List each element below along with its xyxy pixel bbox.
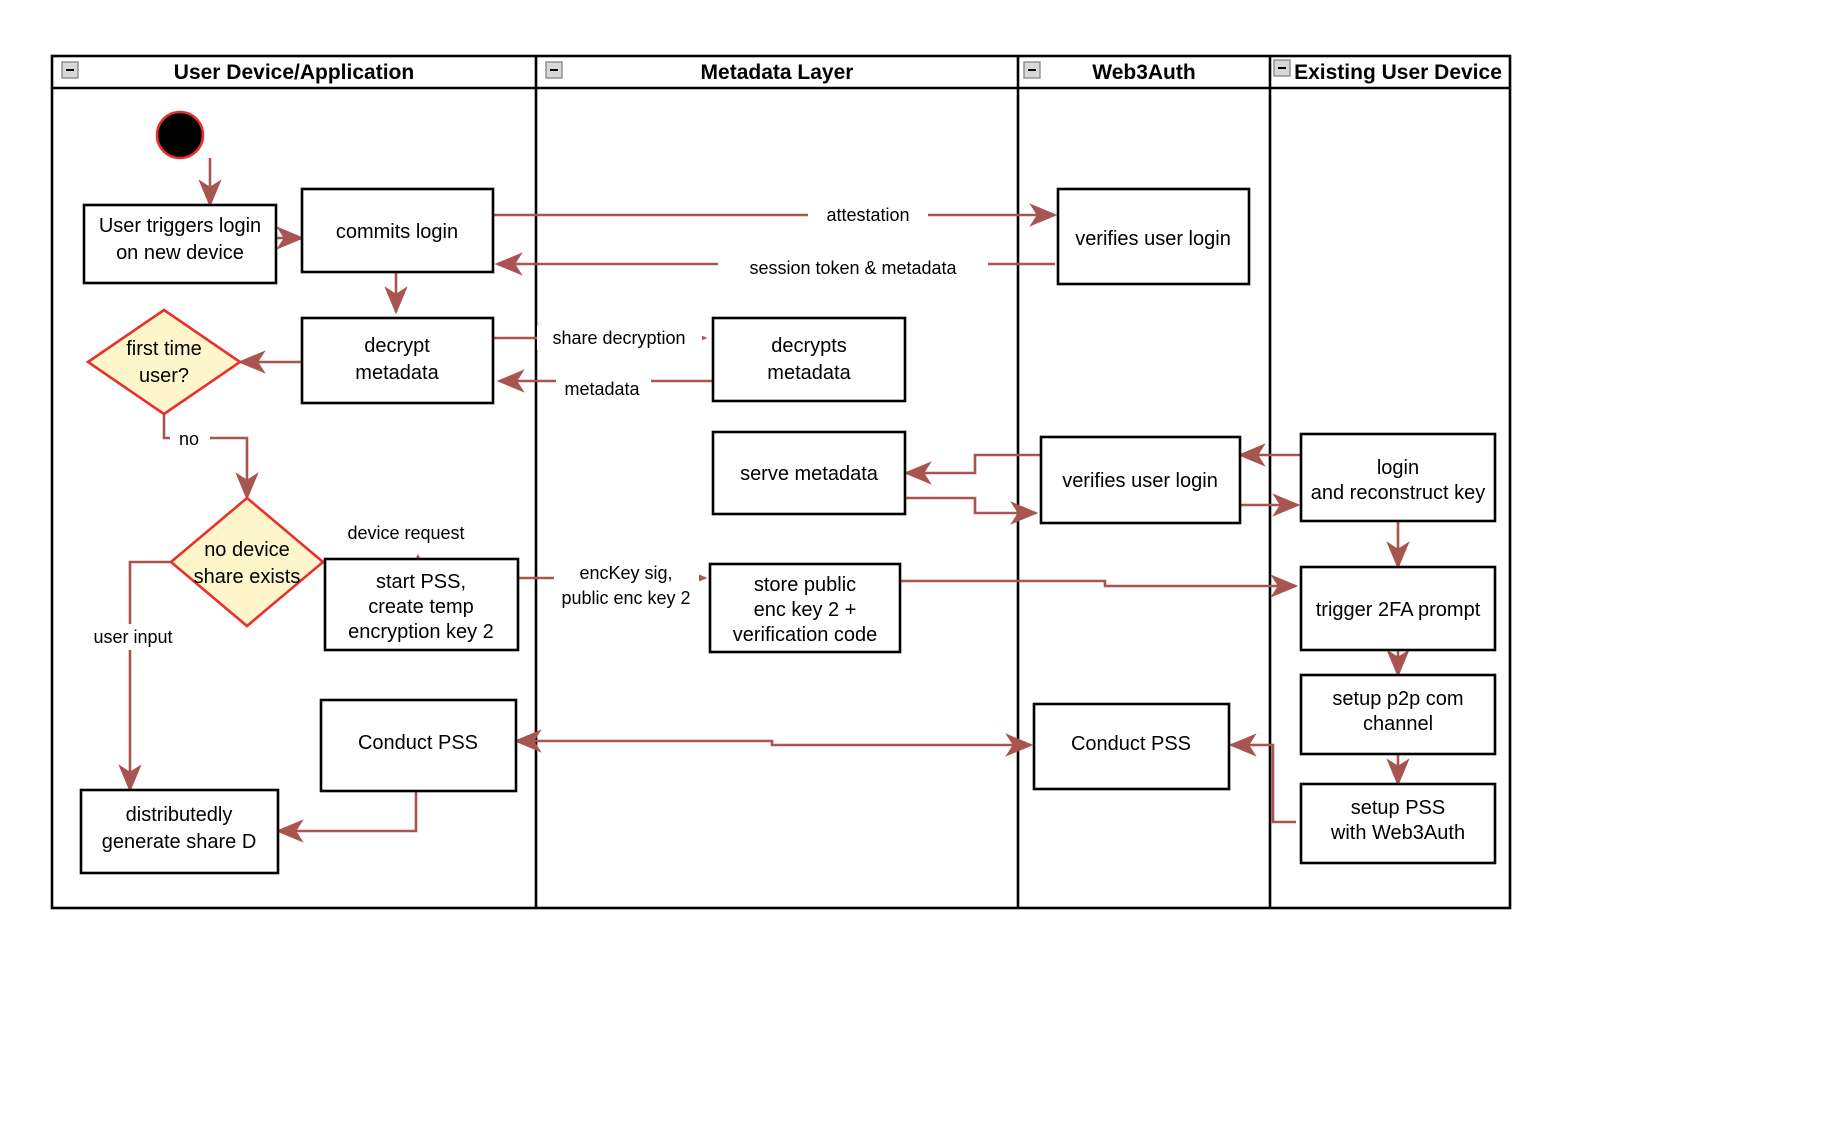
node-start-pss[interactable]: start PSS, create temp encryption key 2 [323,557,520,652]
node-serve-metadata[interactable]: serve metadata [711,430,907,516]
swimlane-frame [50,54,1512,910]
edge-label-enckey-sig-2: public enc key 2 [561,588,690,608]
node-label-line: generate share D [102,831,257,853]
minus-box-icon[interactable] [1023,61,1041,79]
minus-box-icon[interactable] [1273,59,1291,77]
node-label-line: setup PSS [1351,797,1446,819]
node-label-line: create temp [368,596,474,618]
edge-label-attestation: attestation [826,205,909,225]
node-conduct-pss-web3auth[interactable]: Conduct PSS [1032,702,1231,791]
node-setup-p2p[interactable]: setup p2p com channel [1299,673,1497,756]
node-label-line: verification code [733,624,878,646]
node-label-line: metadata [767,362,851,384]
node-label-line: decrypts [771,335,847,357]
node-label-line: share exists [194,566,301,588]
node-label-line: decrypt [364,335,430,357]
lane-title: Web3Auth [1092,61,1195,84]
edge-serve-to-verifies [902,496,1039,525]
lane-title: Existing User Device [1294,61,1502,84]
node-label-line: trigger 2FA prompt [1316,599,1481,621]
node-label-line: start PSS, [376,571,466,593]
node-label-line: Conduct PSS [358,732,478,754]
edge-label-user-input: user input [93,627,172,647]
node-store-public-key[interactable]: store public enc key 2 + verification co… [708,562,902,654]
node-label-line: setup p2p com [1332,688,1463,710]
minus-box-icon[interactable] [61,61,79,79]
edge-setup-pss-to-conduct [1228,733,1296,824]
node-start[interactable] [155,110,205,160]
node-label-line: serve metadata [740,463,879,485]
edge-conduct-pss-link [513,729,1034,757]
node-setup-pss-web3auth[interactable]: setup PSS with Web3Auth [1299,782,1497,865]
node-label-line: and reconstruct key [1311,482,1486,504]
node-decrypts-metadata[interactable]: decrypts metadata [711,316,907,403]
edge-label-device-request: device request [347,523,464,543]
node-commits-login[interactable]: commits login [300,187,495,274]
node-label-line: verifies user login [1062,470,1218,492]
node-label-line: first time [126,338,202,360]
edge-label-no: no [179,429,199,449]
edge-user-input [118,560,171,793]
lane-header-existing-device[interactable]: Existing User Device [1273,59,1502,84]
node-label-line: channel [1363,713,1433,735]
node-label-line: with Web3Auth [1330,822,1465,844]
edge-conduct-to-share-d [275,791,418,843]
node-label-line: Conduct PSS [1071,733,1191,755]
node-login-reconstruct[interactable]: login and reconstruct key [1299,432,1497,523]
lane-header-metadata[interactable]: Metadata Layer [545,61,854,84]
lane-title: Metadata Layer [701,61,854,84]
node-label-line: store public [754,574,856,596]
node-label-line: distributedly [126,804,233,826]
minus-box-icon[interactable] [545,61,563,79]
node-verifies-login-top[interactable]: verifies user login [1056,187,1251,286]
lane-header-user-device[interactable]: User Device/Application [61,61,414,84]
edge-labels: attestation session token & metadata sha… [76,203,988,650]
node-label-line: user? [139,365,189,387]
edge-verifies-to-serve [903,453,1041,485]
node-label-line: User triggers login [99,215,261,237]
node-label-line: metadata [355,362,439,384]
lane-header-web3auth[interactable]: Web3Auth [1023,61,1196,84]
edge-label-share-decryption: share decryption [552,328,685,348]
node-verifies-login-mid[interactable]: verifies user login [1039,435,1242,525]
node-first-time-user[interactable]: first time user? [85,308,243,416]
node-label-line: verifies user login [1075,228,1231,250]
node-generate-share-d[interactable]: distributedly generate share D [79,788,280,875]
node-label-line: commits login [336,221,458,243]
node-label-line: enc key 2 + [754,599,857,621]
node-trigger-2fa[interactable]: trigger 2FA prompt [1299,565,1497,652]
node-label-line: on new device [116,242,244,264]
node-label-line: no device [204,539,290,561]
lane-title: User Device/Application [174,61,414,84]
node-conduct-pss-user[interactable]: Conduct PSS [319,698,518,793]
edge-label-enckey-sig-1: encKey sig, [579,563,672,583]
edge-label-metadata: metadata [564,379,640,399]
edge-store-to-2fa [900,574,1299,598]
edge-label-session-token: session token & metadata [749,258,957,278]
node-decrypt-metadata[interactable]: decrypt metadata [300,316,495,405]
node-label-line: encryption key 2 [348,621,494,643]
node-label-line: login [1377,457,1419,479]
node-no-device-share[interactable]: no device share exists [168,496,326,628]
node-user-triggers-login[interactable]: User triggers login on new device [82,203,278,285]
